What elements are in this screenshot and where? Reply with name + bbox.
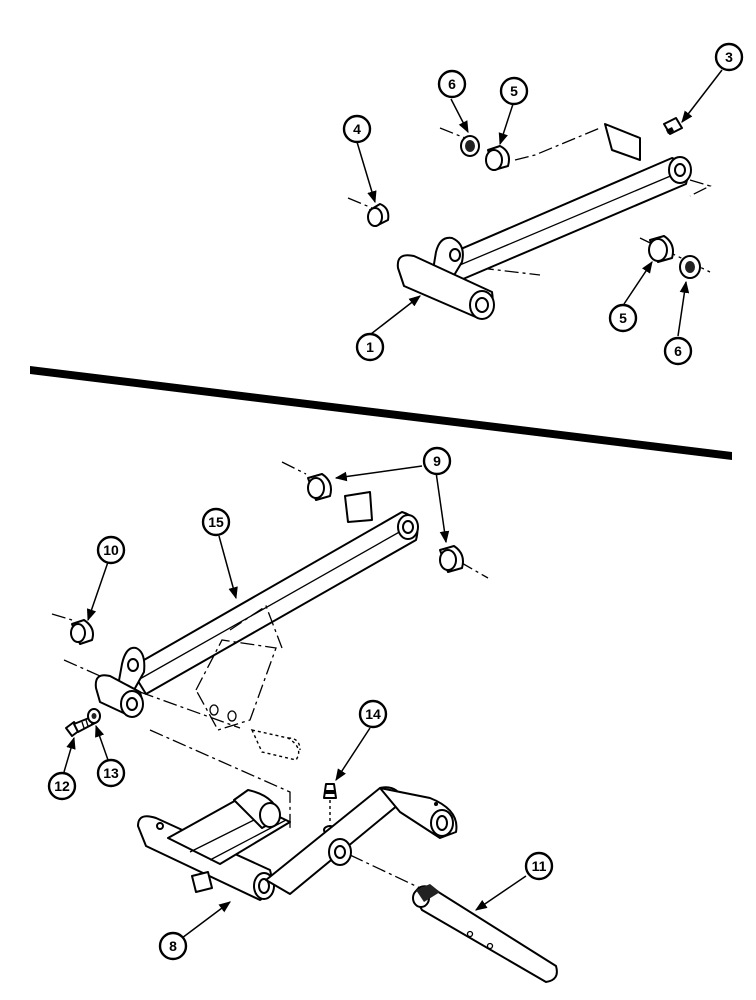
callout-3-label: 3 bbox=[725, 49, 733, 65]
callout-9: 9 bbox=[422, 446, 452, 476]
callout-5-top-label: 5 bbox=[510, 83, 518, 99]
callout-11-label: 11 bbox=[532, 858, 547, 874]
callout-13: 13 bbox=[96, 758, 126, 788]
callout-10: 10 bbox=[96, 535, 126, 565]
callout-5-top: 5 bbox=[499, 76, 529, 106]
callout-8: 8 bbox=[158, 931, 188, 961]
callout-15-label: 15 bbox=[208, 514, 224, 530]
callout-10-label: 10 bbox=[103, 542, 119, 558]
grease-fitting-3 bbox=[663, 117, 683, 135]
bushing-5-bottom bbox=[648, 235, 674, 263]
bushing-9-bottom bbox=[439, 545, 464, 573]
callout-6-bottom: 6 bbox=[663, 336, 693, 366]
bearing-6-top bbox=[460, 135, 480, 157]
callout-3: 3 bbox=[714, 42, 744, 72]
callout-6-bottom-label: 6 bbox=[674, 343, 682, 359]
callout-14-label: 14 bbox=[365, 706, 381, 722]
callout-6-top-label: 6 bbox=[448, 76, 456, 92]
bearing-6-bottom bbox=[679, 255, 701, 279]
callout-5-bottom: 5 bbox=[608, 303, 638, 333]
callout-11: 11 bbox=[524, 851, 554, 881]
bushing-4 bbox=[367, 203, 390, 227]
pin-11 bbox=[412, 884, 558, 983]
callout-1: 1 bbox=[355, 332, 385, 362]
callout-6-top: 6 bbox=[437, 69, 467, 99]
callout-14: 14 bbox=[358, 699, 388, 729]
upper-arm-assembly bbox=[347, 117, 712, 320]
callout-4-label: 4 bbox=[353, 121, 361, 137]
callout-13-label: 13 bbox=[103, 765, 119, 781]
bushing-10 bbox=[70, 619, 94, 645]
callout-12-label: 12 bbox=[54, 778, 70, 794]
lower-arm-assembly bbox=[51, 461, 558, 983]
nut-13 bbox=[87, 708, 101, 724]
leader-lines bbox=[63, 69, 723, 939]
callout-1-label: 1 bbox=[366, 339, 374, 355]
callout-5-bottom-label: 5 bbox=[619, 310, 627, 326]
callout-12: 12 bbox=[47, 771, 77, 801]
callout-4: 4 bbox=[342, 114, 372, 144]
bushing-9-top bbox=[307, 473, 332, 501]
bushing-5-top bbox=[485, 145, 510, 171]
section-divider bbox=[30, 366, 732, 460]
callout-15: 15 bbox=[201, 507, 231, 537]
callout-9-label: 9 bbox=[433, 453, 441, 469]
lower-frame-8 bbox=[137, 786, 458, 901]
callout-8-label: 8 bbox=[169, 938, 177, 954]
